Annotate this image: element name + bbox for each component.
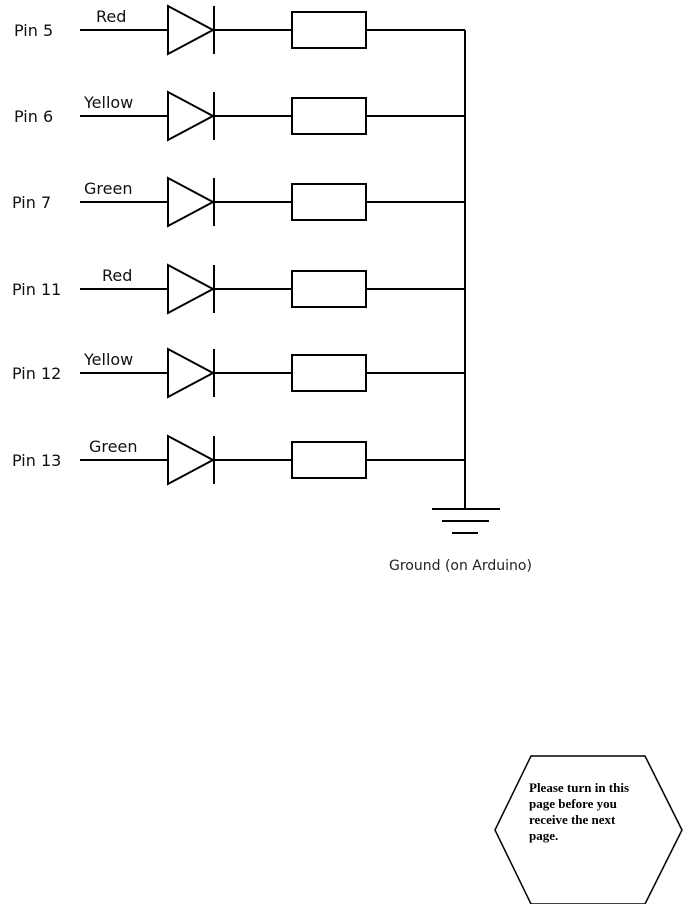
note-line-3: receive the next <box>529 812 616 827</box>
diode-symbol <box>167 90 216 142</box>
resistor-symbol <box>291 11 367 49</box>
diode-symbol <box>167 263 216 315</box>
led-color-label: Yellow <box>83 93 133 112</box>
pin-label: Pin 7 <box>12 193 51 212</box>
led-row: Pin 13 Green <box>12 434 465 486</box>
pin-label: Pin 11 <box>12 280 61 299</box>
led-color-label: Yellow <box>83 350 133 369</box>
led-row: Pin 12 Yellow <box>12 347 465 399</box>
note-line-1: Please turn in this <box>529 780 629 795</box>
diode-symbol <box>167 4 216 56</box>
note-line-4: page. <box>529 828 558 843</box>
ground-label: Ground (on Arduino) <box>389 558 532 574</box>
diode-symbol <box>167 176 216 228</box>
led-color-label: Green <box>89 437 137 456</box>
ground-bus: Ground (on Arduino) <box>389 30 532 574</box>
led-row: Pin 7 Green <box>12 176 465 228</box>
led-color-label: Red <box>102 266 132 285</box>
pin-label: Pin 6 <box>14 107 53 126</box>
resistor-symbol <box>291 354 367 392</box>
led-row: Pin 6 Yellow <box>14 90 465 142</box>
led-row: Pin 11 Red <box>12 263 465 315</box>
resistor-symbol <box>291 270 367 308</box>
led-color-label: Green <box>84 179 132 198</box>
pin-label: Pin 12 <box>12 364 61 383</box>
led-color-label: Red <box>96 7 126 26</box>
pin-label: Pin 13 <box>12 451 61 470</box>
note-line-2: page before you <box>529 796 617 811</box>
resistor-symbol <box>291 441 367 479</box>
diode-symbol <box>167 347 216 399</box>
turn-in-note: Please turn in this page before you rece… <box>494 755 683 904</box>
resistor-symbol <box>291 97 367 135</box>
resistor-symbol <box>291 183 367 221</box>
note-hexagon <box>494 755 683 904</box>
diode-symbol <box>167 434 216 486</box>
led-row: Pin 5 Red <box>14 4 465 56</box>
pin-label: Pin 5 <box>14 21 53 40</box>
